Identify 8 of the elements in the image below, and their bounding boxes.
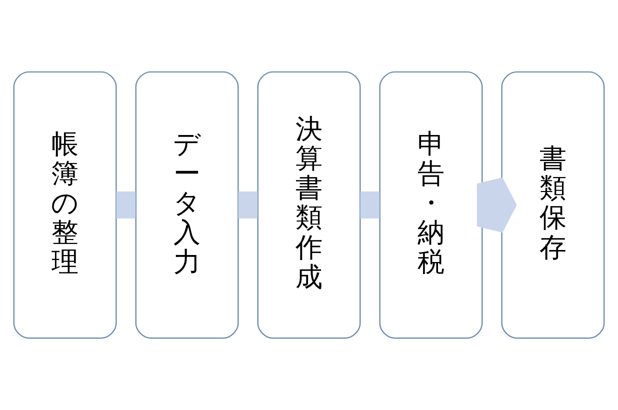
connector: [238, 191, 258, 219]
node-box: 書類保存: [501, 71, 605, 339]
node-box: 決算書類作成: [257, 71, 361, 339]
node-box: データ入力: [135, 71, 239, 339]
connector: [116, 191, 136, 219]
connector: [360, 191, 380, 219]
node-box: 申告・納税: [379, 71, 483, 339]
node-box: 帳簿の整理: [13, 71, 117, 339]
